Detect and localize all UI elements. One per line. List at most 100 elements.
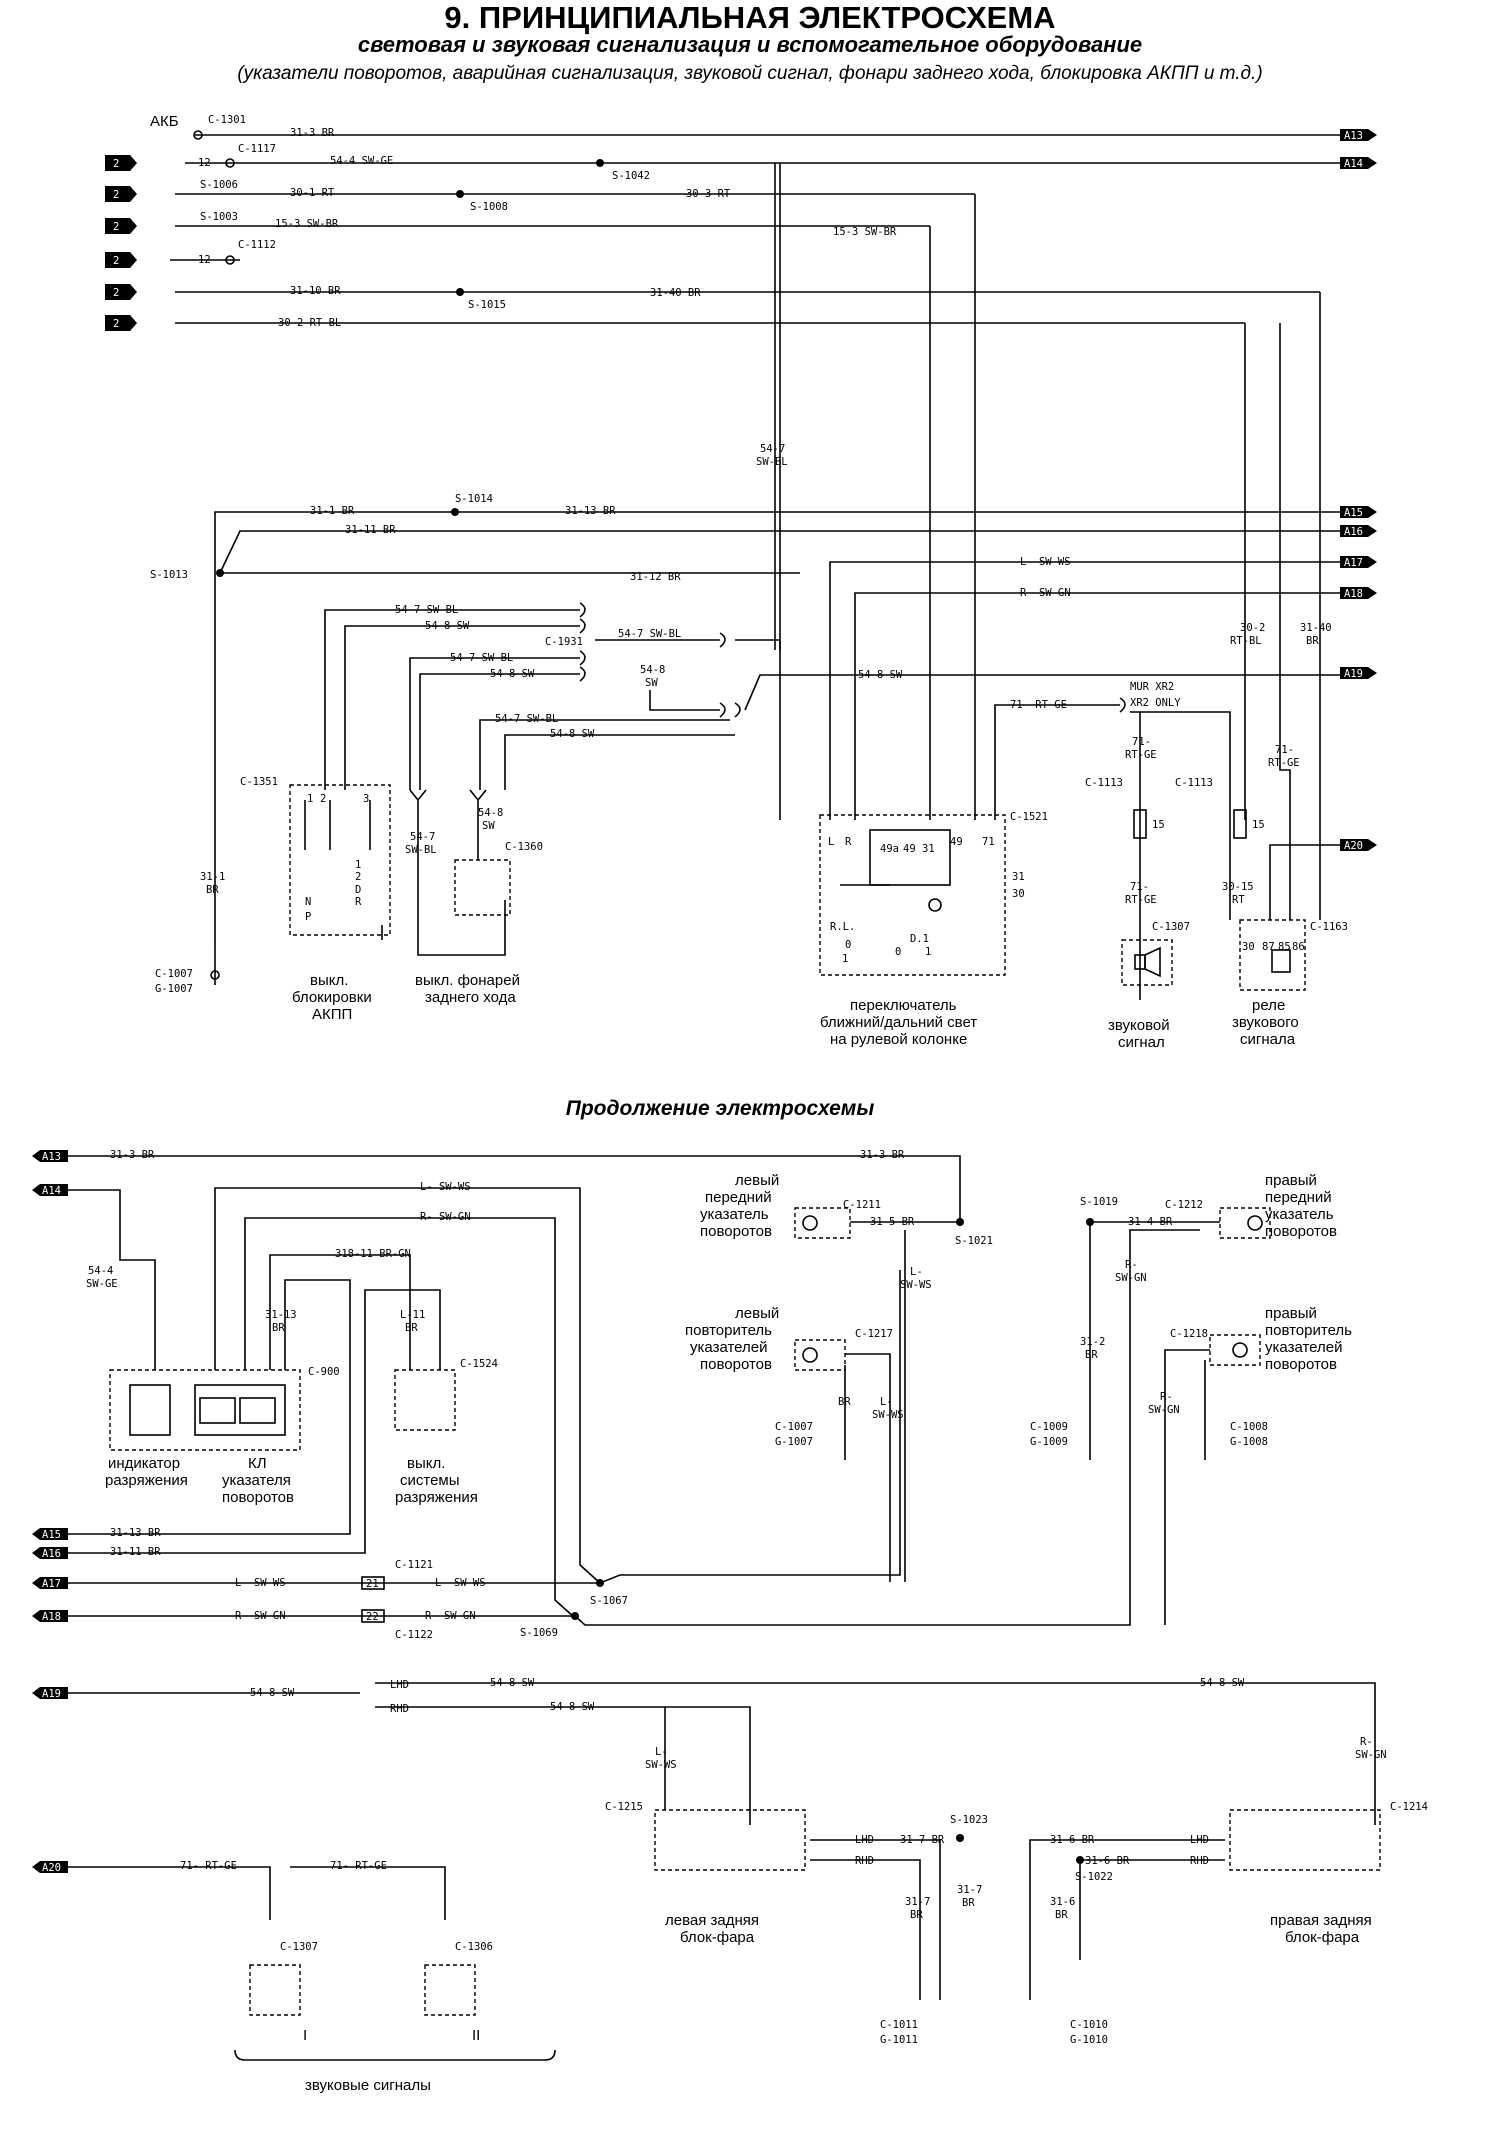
akpp-caption-3: АКПП <box>312 1006 352 1023</box>
lr-wire-swws: SW-WS <box>872 1409 904 1421</box>
lr-caption-3: указателей <box>690 1339 767 1356</box>
left-front-indicator: C-1211 31-5 BR S-1021 L- SW-WS левый пер… <box>700 1172 993 1582</box>
relay-pin-30: 30 <box>1242 941 1255 953</box>
wire-54-4: 54-4 SW-GE <box>330 155 393 167</box>
flag-a17: A17 <box>1344 557 1363 569</box>
lf-caption-3: указатель <box>700 1206 769 1223</box>
c1307-label: C-1307 <box>280 1941 318 1953</box>
gl-rhd: RHD <box>855 1855 874 1867</box>
page-subtitle: световая и звуковая сигнализация и вспом… <box>357 32 1143 57</box>
c1122-label: C-1122 <box>395 1629 433 1641</box>
feed-flags: 2 2 2 2 2 2 <box>105 155 137 331</box>
bottom-diagram: A13 A14 A15 A16 A17 A18 A19 A20 31-3 BR … <box>32 1149 1428 2094</box>
continuation-title: Продолжение электросхемы <box>565 1097 875 1120</box>
ltl-caption-1: левая задняя <box>665 1912 759 1929</box>
in-flag-a19: A19 <box>42 1688 61 1700</box>
rev-wire-sw: SW <box>482 820 495 832</box>
akpp-pos-p: P <box>305 911 311 923</box>
pin-31-r: 31 <box>1012 871 1025 883</box>
b-wire-br-2: BR <box>405 1322 418 1334</box>
g1007-label: G-1007 <box>155 983 193 995</box>
in-flags: A13 A14 A15 A16 A17 A18 A19 A20 <box>32 1150 68 1874</box>
akpp-caption-2: блокировки <box>292 989 372 1006</box>
pin-30-r: 30 <box>1012 888 1025 900</box>
wire-31-1-vert: 31-1 <box>200 871 225 883</box>
c1121-label: C-1121 <box>395 1559 433 1571</box>
top-diagram: 2 2 2 2 2 2 A13 A14 A15 A16 A17 A18 A19 … <box>105 113 1377 1051</box>
rtl-caption-2: блок-фара <box>1285 1929 1360 1946</box>
in-flag-a14: A14 <box>42 1185 61 1197</box>
lf-wire-l: L- <box>910 1266 923 1278</box>
c1301-label: C-1301 <box>208 114 246 126</box>
ground-right: LHD RHD 31-6 BR 31-6 BR S-1022 31-6 BR C… <box>1029 1834 1225 2046</box>
rf-wire-swgn: SW-GN <box>1115 1272 1147 1284</box>
in-flag-a17: A17 <box>42 1578 61 1590</box>
b-wire-l-3: L- SW-WS <box>235 1577 286 1589</box>
reverse-light-switch: 54-7 SW-BL 54-8 SW C-1360 выкл. фонарей … <box>405 789 543 1006</box>
c1009-label: C-1009 <box>1030 1421 1068 1433</box>
pin-49a: 49a <box>880 843 899 855</box>
wire-54-7-a: 54-7 SW-BL <box>395 604 458 616</box>
flag-a13: A13 <box>1344 130 1363 142</box>
s1019-label: S-1019 <box>1080 1196 1118 1208</box>
s1013-label: S-1013 <box>150 569 188 581</box>
rr-caption-3: указателей <box>1265 1339 1342 1356</box>
lr-caption-2: повторитель <box>685 1322 772 1339</box>
gr-rhd: RHD <box>1190 1855 1209 1867</box>
wire-54-7-b: 54-7 SW-BL <box>450 652 513 664</box>
akpp-switch: 1 2 3 2 D N R P 1 C-1351 выкл. блокировк… <box>240 776 391 1023</box>
relay-wire-rtge: RT-GE <box>1268 757 1300 769</box>
ground-left: LHD RHD 31-7 BR S-1023 31-7 BR 31-7 BR C… <box>810 1814 988 2046</box>
feed-flag-6: 2 <box>113 318 119 330</box>
b-wire-31-13: 31-13 BR <box>110 1527 161 1539</box>
feed-rails <box>170 130 1340 920</box>
kl-caption-3: поворотов <box>222 1489 294 1506</box>
wire-31-12: 31-12 BR <box>630 571 681 583</box>
relay-wire-71: 71- <box>1275 744 1294 756</box>
wire-31-3: 31-3 BR <box>290 127 335 139</box>
sw-caption-1: переключатель <box>850 997 957 1014</box>
b-wire-54-8-d: 54-8 SW <box>550 1701 595 1713</box>
b-wire-31-3-b: 31-3 BR <box>860 1149 905 1161</box>
wire-54-8-d: 54-8 SW <box>550 728 595 740</box>
pin-22: 22 <box>366 1611 379 1623</box>
fuse-15-a: 15 <box>1152 819 1165 831</box>
rev-wire-54-8: 54-8 <box>478 807 503 819</box>
gl-31-7: 31-7 <box>905 1896 930 1908</box>
flag-a16: A16 <box>1344 526 1363 538</box>
b-wire-31-7: 31-7 BR <box>900 1834 945 1846</box>
c1521-label: C-1521 <box>1010 811 1048 823</box>
gl-br: BR <box>910 1909 923 1921</box>
c1931-label: C-1931 <box>545 636 583 648</box>
wire-l-sw-ws: L- SW-WS <box>1020 556 1071 568</box>
horn-caption-2: сигнал <box>1118 1034 1165 1051</box>
c900-label: C-900 <box>308 1366 340 1378</box>
wire-30-3: 30-3 RT <box>686 188 731 200</box>
xr2-only: XR2 ONLY <box>1130 697 1181 709</box>
c1113-b: C-1113 <box>1175 777 1213 789</box>
feed-flag-2: 2 <box>113 189 119 201</box>
s1069-label: S-1069 <box>520 1627 558 1639</box>
page-subtitle-details: (указатели поворотов, аварийная сигнализ… <box>237 63 1263 84</box>
rf-caption-2: передний <box>1265 1189 1332 1206</box>
c1163-label: C-1163 <box>1310 921 1348 933</box>
gl-lhd: LHD <box>855 1834 874 1846</box>
rev-caption-2: заднего хода <box>425 989 516 1006</box>
b-wire-31-3: 31-3 BR <box>110 1149 155 1161</box>
c1306-label: C-1306 <box>455 1941 493 1953</box>
horn-relay: 30-2 RT-BL 31-40 BR 71- RT-GE 30-15 RT C… <box>1222 323 1348 1048</box>
c1008-label: C-1008 <box>1230 1421 1268 1433</box>
lr-wire-l: L- <box>880 1396 893 1408</box>
horn-caption-1: звуковой <box>1108 1017 1170 1034</box>
wire-30-2: 30-2 RT-BL <box>278 317 341 329</box>
rev-wire-54-7: 54-7 <box>410 831 435 843</box>
rrl-wire-r: R- <box>1360 1736 1373 1748</box>
relay-wire-rtbl: RT-BL <box>1230 635 1262 647</box>
s1006-label: S-1006 <box>200 179 238 191</box>
wire-br-vert: BR <box>206 884 219 896</box>
wire-30-1: 30-1 RT <box>290 187 335 199</box>
c1524-label: C-1524 <box>460 1358 498 1370</box>
ind-caption-1: индикатор <box>108 1455 180 1472</box>
wire-15-3-a: 15-3 SW-BR <box>275 218 339 230</box>
